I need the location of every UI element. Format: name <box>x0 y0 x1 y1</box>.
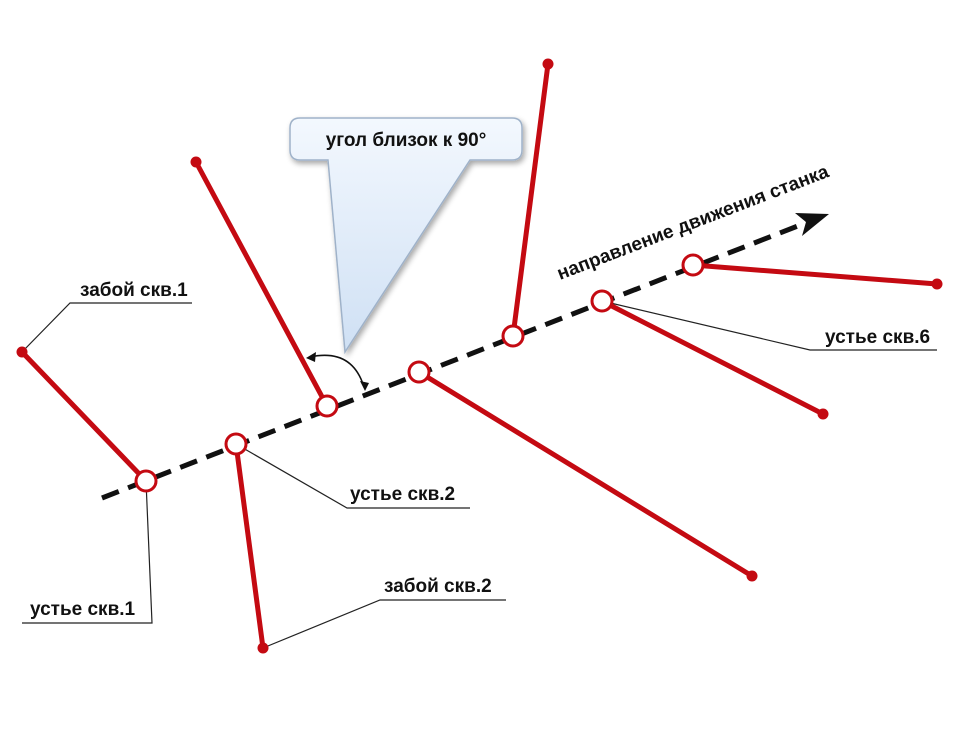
leader-ustye6 <box>601 300 937 351</box>
well-3 <box>193 159 330 409</box>
well-heads <box>134 253 705 493</box>
well-7 <box>690 262 940 287</box>
well-trajectories <box>19 61 940 651</box>
double-arrow-arc-icon <box>306 352 369 391</box>
well-bottoms <box>16 58 943 654</box>
well-1 <box>19 349 149 484</box>
label-zaboy1: забой скв.1 <box>80 280 188 301</box>
dot-marker-icon <box>190 156 202 168</box>
direction-line <box>101 213 829 501</box>
leader-ustye2 <box>235 443 470 509</box>
well-2 <box>233 441 266 651</box>
label-ustye2: устье скв.2 <box>350 484 455 505</box>
circle-marker-icon <box>224 432 248 456</box>
well-4 <box>416 369 755 579</box>
angle-callout-label: угол близок к 90° <box>326 130 487 151</box>
circle-marker-icon <box>407 360 431 384</box>
circle-marker-icon <box>501 324 525 348</box>
angle-callout <box>289 117 523 355</box>
dot-marker-icon <box>16 346 28 358</box>
callout-shape <box>289 117 523 355</box>
leader-zaboy2 <box>262 599 506 649</box>
dot-marker-icon <box>746 570 758 582</box>
dot-marker-icon <box>931 278 943 290</box>
circle-marker-icon <box>681 253 705 277</box>
circle-marker-icon <box>315 394 339 418</box>
label-ustye1: устье скв.1 <box>30 599 136 620</box>
leader-lines <box>21 300 937 649</box>
well-5 <box>510 61 551 339</box>
circle-marker-icon <box>590 289 614 313</box>
arrow-head-icon <box>795 213 829 236</box>
dot-marker-icon <box>817 408 829 420</box>
label-ustye6: устье скв.6 <box>825 327 930 348</box>
leader-ustye1 <box>22 480 153 624</box>
dot-marker-icon <box>542 58 554 70</box>
leader-zaboy1 <box>21 302 192 353</box>
label-zaboy2: забой скв.2 <box>384 576 492 597</box>
circle-marker-icon <box>134 469 158 493</box>
dot-marker-icon <box>257 642 269 654</box>
well-6 <box>599 298 826 417</box>
